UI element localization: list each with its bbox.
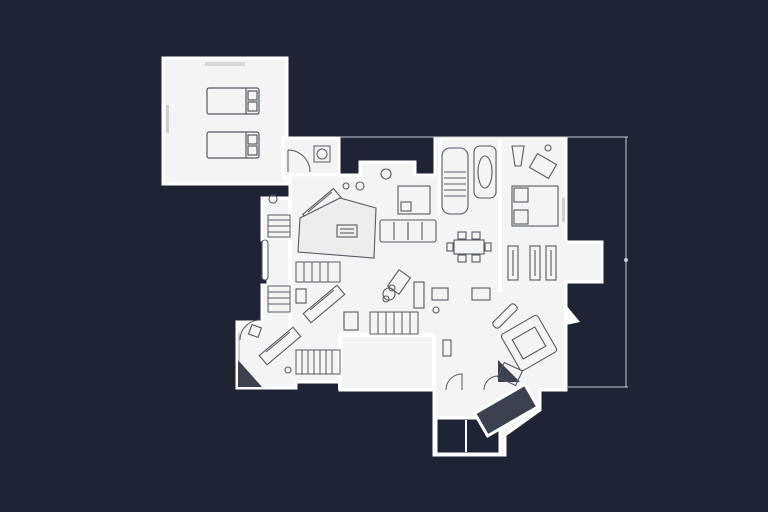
dimension-line	[340, 136, 628, 388]
plant-icon	[342, 181, 365, 191]
washer-icon	[313, 145, 331, 163]
sofa-icon	[258, 326, 302, 366]
sink-icon	[528, 144, 558, 180]
floor-plan	[161, 56, 604, 457]
shadow-corner	[238, 360, 262, 387]
toilet-icon	[511, 145, 525, 167]
staircase-icon	[267, 285, 291, 313]
armchair-icon	[500, 314, 558, 372]
staircase-icon	[295, 261, 341, 283]
twin-bed-icon	[206, 87, 260, 115]
tv-cabinet-icon	[397, 185, 431, 215]
bathtub-icon	[473, 145, 497, 199]
doors	[238, 319, 261, 362]
plant-icon	[382, 284, 396, 303]
living-room	[247, 168, 491, 374]
bedroom-annex	[161, 56, 289, 186]
coffee-table-icon	[336, 224, 358, 238]
kitchen	[446, 231, 580, 387]
bath	[441, 144, 565, 227]
laundry	[281, 136, 341, 180]
vanity-icon	[511, 185, 559, 227]
bathtub-icon	[441, 147, 469, 215]
dining-table-icon	[446, 231, 492, 263]
sofa-icon	[379, 219, 437, 243]
sofa-icon	[302, 284, 346, 324]
staircase-icon	[369, 311, 419, 335]
staircase-icon	[267, 214, 291, 238]
twin-bed-icon	[206, 131, 260, 159]
garage-entry	[434, 373, 540, 456]
staircase-icon	[295, 349, 341, 375]
